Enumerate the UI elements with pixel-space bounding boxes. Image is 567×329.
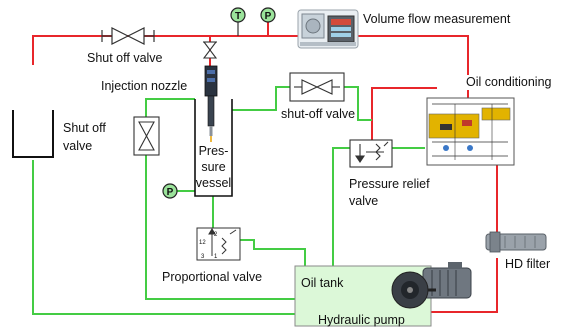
label-shut-off-valve-top: Shut off valve — [87, 51, 163, 65]
green-line-nozzle-leak — [145, 98, 195, 118]
green-line-mid-shutoff-right — [344, 86, 372, 121]
label-pressure-relief-line2: valve — [349, 194, 379, 208]
hd-filter-image — [485, 231, 547, 253]
label-shut-off-valve-left-line2: valve — [63, 139, 93, 153]
label-shut-off-valve-left-line1: Shut off — [63, 121, 106, 135]
mid-shut-off-valve-symbol — [289, 72, 345, 102]
port-12: 12 — [199, 240, 206, 246]
label-pressure-vessel-line2: sure — [201, 160, 226, 174]
red-line-to-pressure-relief — [371, 87, 437, 140]
label-oil-conditioning: Oil conditioning — [466, 75, 552, 89]
label-hydraulic-pump: Hydraulic pump — [318, 313, 405, 327]
green-line-prop-valve-right — [240, 239, 306, 270]
label-pressure-relief-line1: Pressure relief — [349, 177, 430, 191]
pressure-gauge-top-label: P — [265, 11, 272, 22]
oil-conditioning-image — [426, 97, 515, 166]
green-line-left-return — [32, 160, 295, 315]
red-line-filter-to-pump — [420, 258, 498, 313]
label-hd-filter: HD filter — [505, 257, 551, 271]
pressure-gauge-vessel-label: P — [167, 187, 174, 198]
pressure-relief-valve-symbol — [349, 139, 393, 168]
pressure-vessel-outline — [194, 99, 233, 197]
pressure-gauge-vessel: P — [162, 183, 178, 199]
label-pressure-vessel-line3: vessel — [195, 176, 232, 190]
hydraulic-pump-image — [391, 262, 472, 309]
green-lines — [32, 86, 425, 315]
label-oil-tank: Oil tank — [301, 276, 344, 290]
proportional-valve-symbol — [196, 227, 241, 261]
temperature-gauge-label: T — [235, 11, 241, 22]
label-volume-flow-measurement: Volume flow measurement — [363, 12, 511, 26]
temperature-gauge: T — [230, 7, 246, 36]
shut-off-valve-top-symbol — [101, 27, 155, 45]
volume-flow-meter-image — [297, 9, 359, 49]
red-line-top-main — [32, 35, 300, 65]
port-3: 3 — [201, 254, 205, 260]
proportional-valve-ports: 12 3 2 1 — [199, 232, 218, 260]
left-shut-off-valve-symbol — [133, 116, 160, 156]
red-lines — [32, 20, 498, 313]
label-pressure-vessel-line1: Pres- — [198, 144, 229, 158]
label-proportional-valve: Proportional valve — [162, 270, 263, 284]
port-2: 2 — [214, 232, 218, 238]
label-injection-nozzle: Injection nozzle — [101, 79, 188, 93]
red-line-top-right — [358, 35, 469, 75]
label-shut-off-valve-mid: shut-off valve — [281, 107, 356, 121]
port-1: 1 — [214, 254, 218, 260]
pressure-gauge-top: P — [260, 7, 276, 23]
left-open-tank — [12, 110, 54, 158]
green-line-left-valve-down — [145, 154, 295, 300]
green-line-mid-shutoff — [232, 86, 290, 111]
injection-nozzle-image — [204, 65, 218, 142]
injection-nozzle-valve-symbol — [202, 41, 218, 59]
green-line-relief-to-tank — [332, 147, 350, 270]
